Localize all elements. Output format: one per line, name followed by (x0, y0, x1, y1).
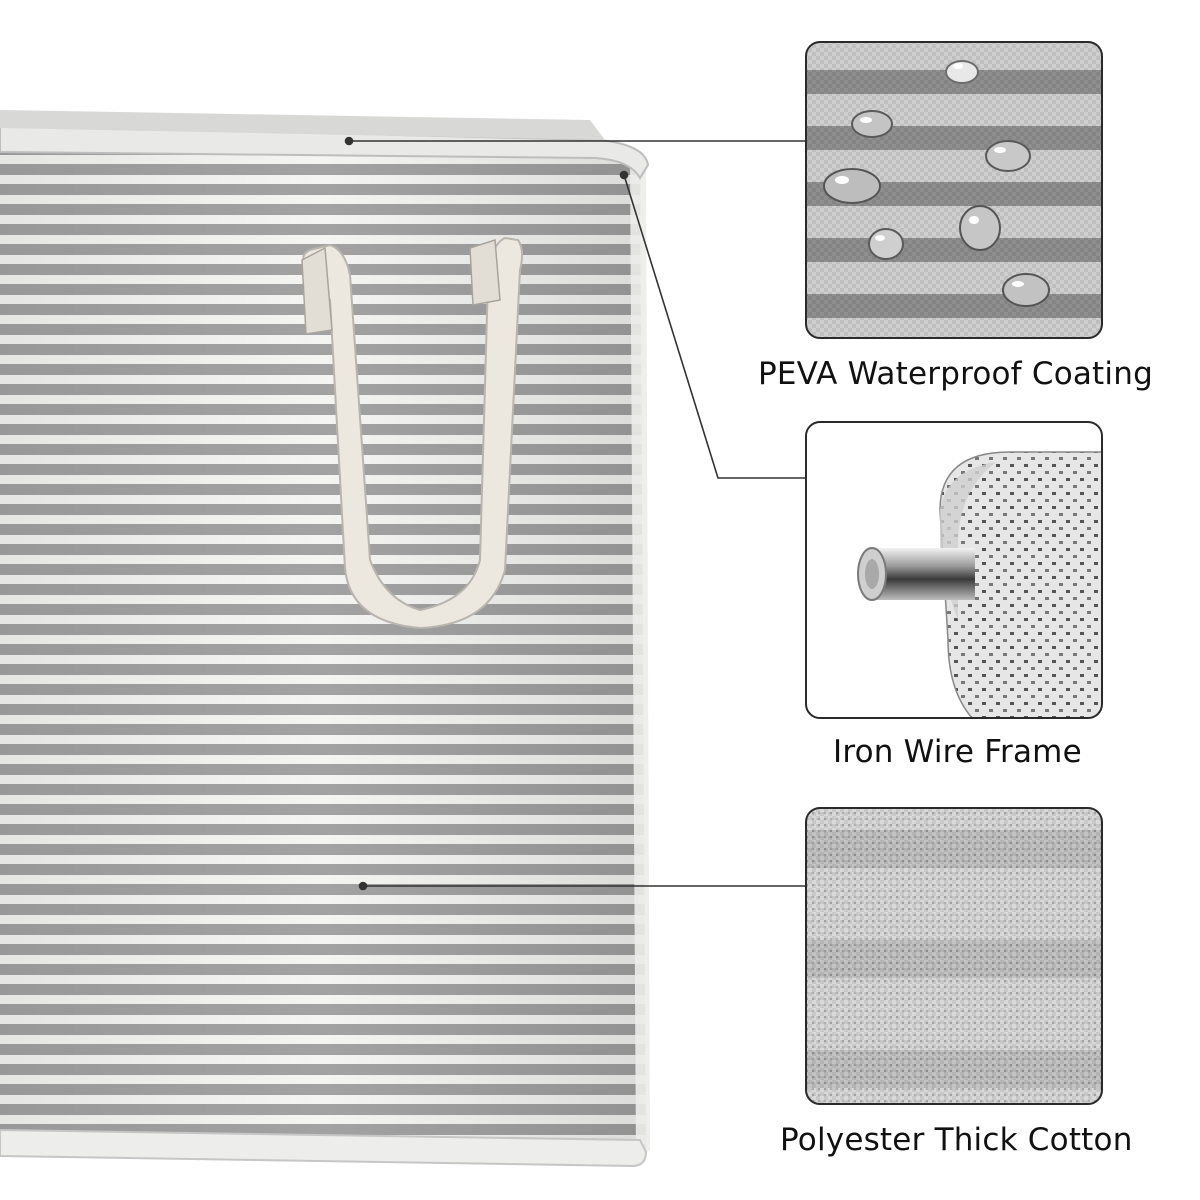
feature-label-waterproof: PEVA Waterproof Coating (758, 356, 1153, 392)
panel-polyester-cotton (805, 807, 1103, 1105)
water-droplets-closeup (823, 60, 1050, 307)
panel-iron-wire-frame (805, 421, 1103, 719)
callout-lines (344, 136, 806, 891)
feature-label-iron-frame: Iron Wire Frame (833, 734, 1082, 770)
iron-rod-in-fabric-sleeve (857, 451, 1102, 718)
feature-label-polyester: Polyester Thick Cotton (780, 1122, 1133, 1158)
panel-waterproof-coating (805, 41, 1103, 339)
laundry-basket (0, 110, 650, 1168)
